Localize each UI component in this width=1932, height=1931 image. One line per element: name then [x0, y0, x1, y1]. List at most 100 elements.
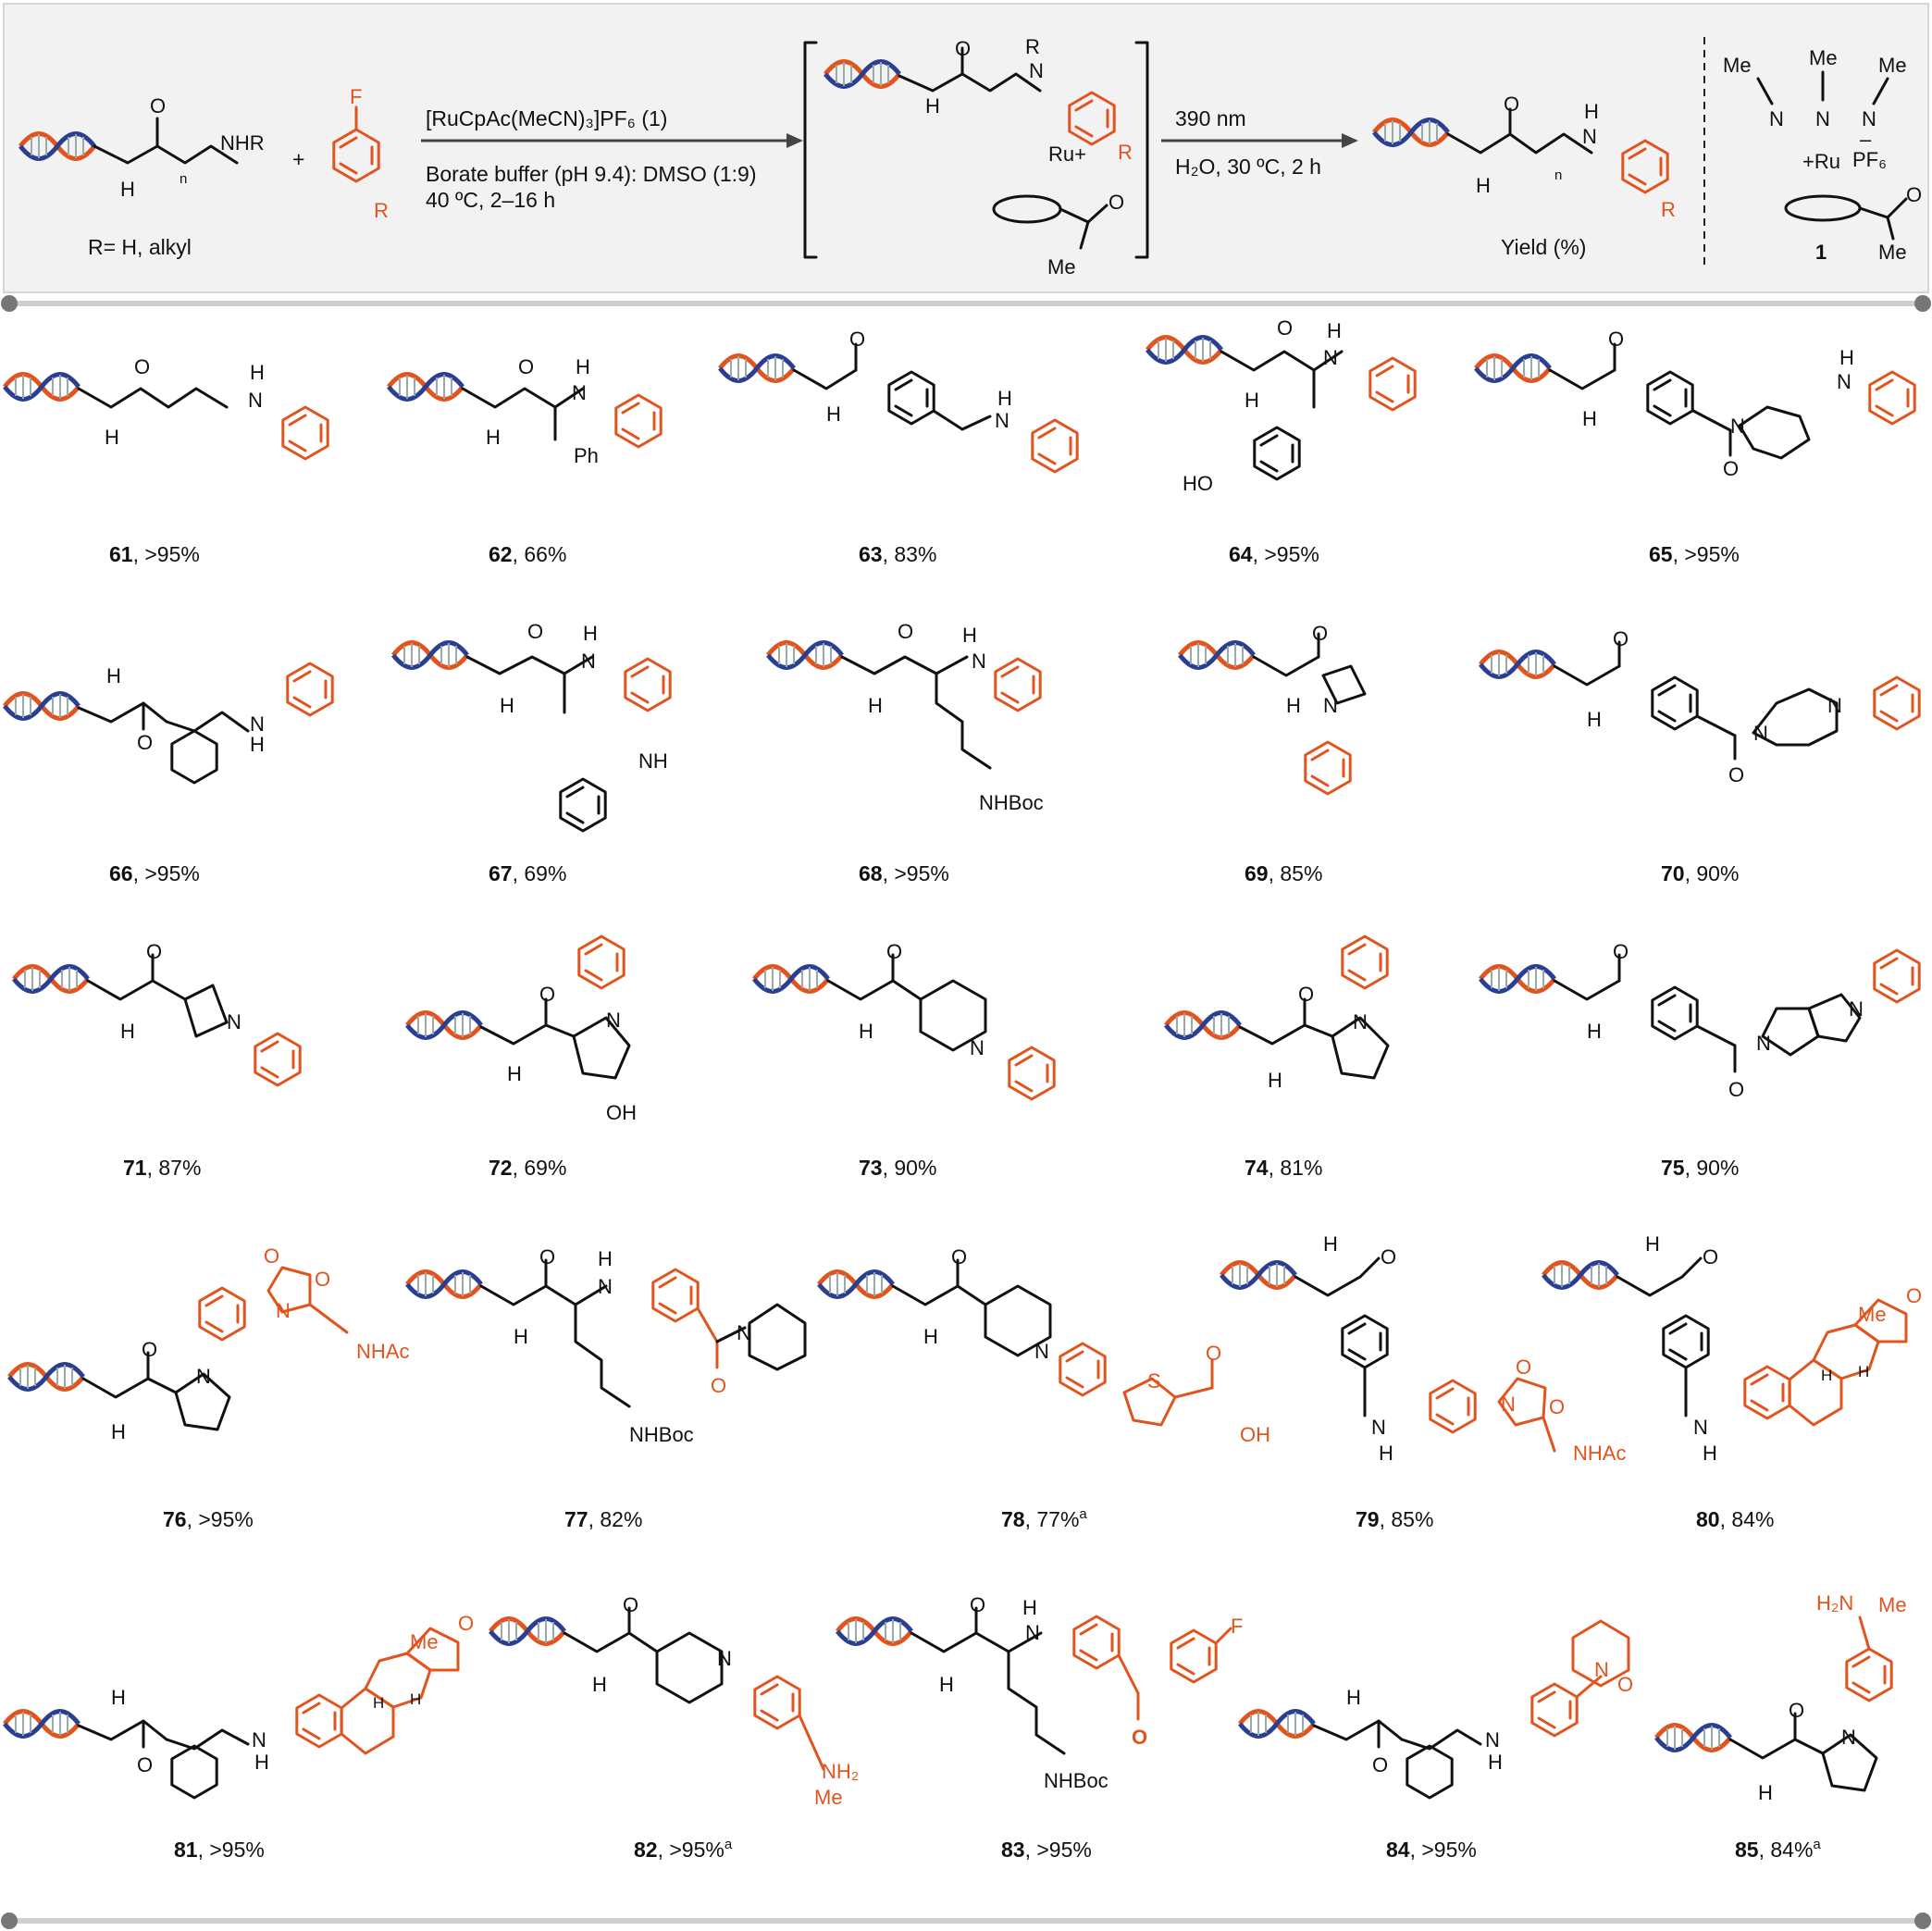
c76-h: H	[111, 1420, 126, 1443]
c64-o: O	[1277, 316, 1293, 340]
c78-o: O	[951, 1245, 967, 1269]
fluoroarene: F R	[332, 85, 389, 222]
c78-o2: O	[1206, 1342, 1221, 1365]
c74-n: N	[1353, 1010, 1368, 1034]
c80-o2: O	[1906, 1284, 1922, 1307]
c78-s: S	[1147, 1369, 1161, 1393]
c64-h: H	[1245, 389, 1259, 412]
caption-67: 67, 69%	[489, 861, 566, 885]
c70-n: N	[1753, 722, 1768, 745]
int-n: N	[1029, 59, 1044, 82]
int-o: O	[955, 37, 971, 60]
cat-me3: Me	[1878, 54, 1907, 77]
c79-n2: N	[1501, 1393, 1516, 1416]
c80-h: H	[1645, 1232, 1660, 1256]
cat-me4: Me	[1878, 241, 1907, 264]
c70-n2: N	[1827, 694, 1842, 717]
cat-me1: Me	[1723, 54, 1752, 77]
c64-ho: HO	[1183, 472, 1213, 495]
captions-row-2: 66, >95% 67, 69% 68, >95% 69, 85% 70, 90…	[109, 861, 1739, 885]
r-definition: R= H, alkyl	[88, 235, 192, 259]
conditions-2-line1: 390 nm	[1175, 106, 1246, 130]
captions-row-1: 61, >95% 62, 66% 63, 83% 64, >95% 65, >9…	[109, 542, 1740, 566]
c77-n: N	[598, 1275, 613, 1298]
c78-h: H	[923, 1325, 938, 1348]
c79-h2: H	[1379, 1442, 1393, 1465]
c68-o: O	[898, 620, 913, 643]
c65-n: N	[1730, 415, 1745, 438]
caption-83: 83, >95%	[1001, 1838, 1092, 1862]
c81-h3: H	[373, 1694, 384, 1712]
caption-72: 72, 69%	[489, 1156, 566, 1180]
c73-o: O	[886, 940, 902, 963]
cat-ru: +Ru	[1802, 150, 1840, 173]
c65-n2: N	[1837, 370, 1852, 393]
c84-o: O	[1372, 1753, 1388, 1776]
compound-80: O H N H Me O H H	[1543, 1232, 1922, 1465]
caption-68: 68, >95%	[859, 861, 949, 885]
c65-o2: O	[1723, 457, 1739, 480]
c85-n: N	[1841, 1726, 1856, 1749]
c70-o2: O	[1728, 763, 1744, 786]
c85-o: O	[1789, 1699, 1804, 1722]
c65-h: H	[1582, 407, 1597, 430]
c80-o: O	[1703, 1245, 1718, 1269]
c78-oh: OH	[1240, 1423, 1270, 1446]
c68-nhboc: NHBoc	[979, 791, 1044, 814]
c65-h2: H	[1839, 346, 1854, 369]
c66-h2: H	[250, 733, 265, 756]
prod-subscript: n	[1554, 167, 1562, 183]
ruthenium-intermediate: O H N R R Ru+ O Me	[803, 35, 1149, 279]
c62-o: O	[518, 355, 534, 378]
sm-subscript: n	[180, 171, 187, 187]
c61-h: H	[105, 426, 119, 449]
c81-h2: H	[254, 1751, 269, 1774]
c62-h: H	[486, 426, 501, 449]
c73-n: N	[970, 1036, 985, 1059]
c79-o: O	[1381, 1245, 1396, 1269]
cat-number: 1	[1815, 241, 1827, 264]
compound-62: H O H N Ph	[389, 355, 663, 467]
c81-me: Me	[410, 1630, 439, 1653]
caption-63: 63, 83%	[859, 542, 936, 566]
c70-o: O	[1613, 627, 1629, 650]
c69-o: O	[1312, 622, 1328, 645]
cat-minus: –	[1860, 128, 1872, 151]
c72-oh: OH	[606, 1101, 637, 1124]
int-h: H	[925, 94, 940, 118]
compound-64: H O H N HO	[1147, 316, 1417, 495]
c79-h: H	[1323, 1232, 1338, 1256]
c85-me: Me	[1878, 1593, 1907, 1616]
c75-h: H	[1587, 1020, 1602, 1043]
compound-82: O H N NH₂ Me	[490, 1593, 859, 1809]
c80-n: N	[1693, 1416, 1708, 1439]
c76-n2: N	[276, 1299, 291, 1322]
c82-n: N	[717, 1647, 732, 1670]
prod-o: O	[1504, 93, 1519, 116]
c81-n: N	[252, 1728, 266, 1752]
prod-r: R	[1661, 198, 1676, 221]
c84-h: H	[1346, 1686, 1361, 1709]
c84-h2: H	[1488, 1751, 1503, 1774]
caption-79: 79, 85%	[1356, 1507, 1433, 1531]
c84-n: N	[1485, 1728, 1500, 1752]
caption-62: 62, 66%	[489, 542, 566, 566]
c82-me: Me	[814, 1786, 843, 1809]
reaction-arrow-1: [RuCpAc(MeCN)₃]PF₆ (1) Borate buffer (pH…	[421, 106, 803, 212]
compound-72: O H N OH	[407, 935, 637, 1124]
compound-78: O H N S O OH	[819, 1245, 1270, 1446]
c81-h: H	[111, 1686, 126, 1709]
c82-nh2: NH₂	[822, 1760, 859, 1783]
c85-h2n: H₂N	[1816, 1591, 1853, 1615]
compound-84: O H N H O N	[1240, 1619, 1633, 1800]
arene-r: R	[374, 199, 389, 222]
compound-61: H O H N	[5, 355, 329, 461]
c80-h4: H	[1858, 1363, 1869, 1380]
caption-81: 81, >95%	[174, 1838, 265, 1862]
c67-h2: H	[583, 622, 598, 645]
scheme-header: O H n NHR R= H, alkyl + F R [RuCpAc(MeCN…	[3, 3, 1929, 293]
c62-n: N	[572, 381, 587, 404]
compound-75: O H O N N	[1480, 940, 1921, 1101]
c74-h: H	[1268, 1069, 1282, 1092]
